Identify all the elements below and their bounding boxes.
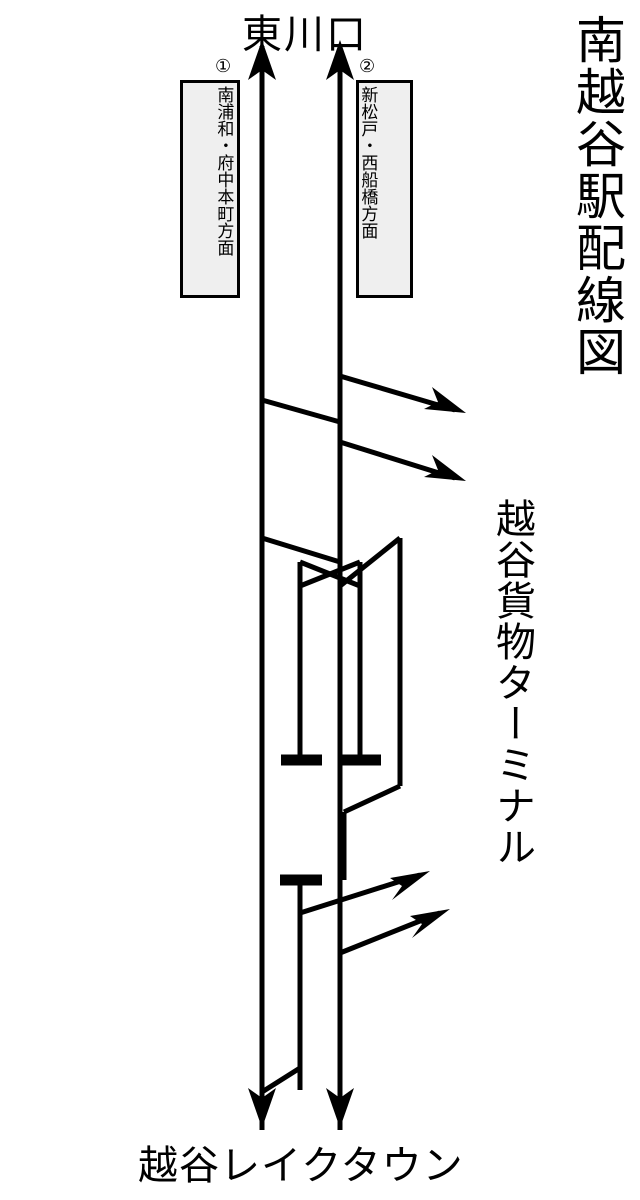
arrow-heads [248,40,466,1128]
platform-1-number: ① [215,56,232,77]
buffer-stops [280,754,381,886]
upper-crossover-diagonal [261,397,341,425]
siding-inner-entry [261,535,341,565]
platform-1-direction-label: 南浦和・府中本町方面 [213,86,234,256]
arrowhead-bottom-left [248,1088,276,1128]
arrowhead-bottom-right [326,1088,354,1128]
lower-merge-diagonal [260,1065,302,1095]
platform-2-number: ② [359,56,376,77]
siding-jog-diagonal [342,783,402,815]
top-station-label: 東川口 [242,12,368,58]
arrowhead-branch-1 [424,387,466,413]
platform-1-box [180,80,240,298]
page-title: 南越谷駅配線図 [568,14,626,378]
arrowhead-top-left [248,40,276,80]
arrowhead-top-right [326,40,354,80]
arrowhead-branch-4 [410,909,450,938]
platform-2-direction-label: 新松戸・西船橋方面 [357,86,378,239]
arrowhead-branch-2 [424,455,466,481]
bottom-station-label: 越谷レイクタウン [138,1143,464,1189]
siding-far-right-entry [338,536,402,588]
freight-terminal-label: 越谷貨物ターミナル [489,498,535,867]
track-lines [259,46,456,1130]
arrowhead-branch-3 [390,871,430,900]
platform-2-box [356,80,413,298]
crossover-diagonal-b [299,559,361,589]
